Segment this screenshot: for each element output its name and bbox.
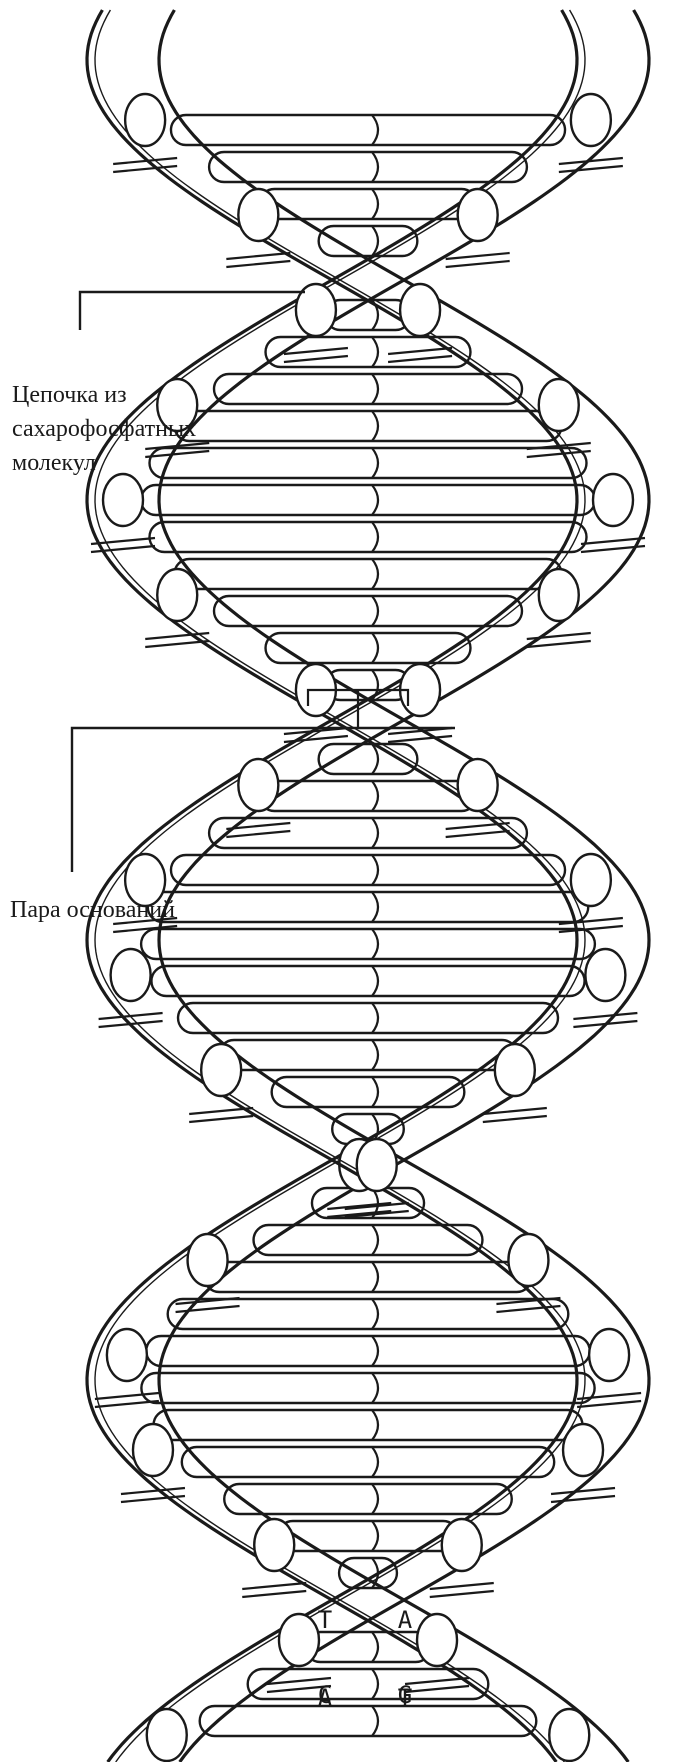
phosphate-bond <box>121 1488 185 1494</box>
sugar-ring <box>238 189 278 241</box>
chain-callout-line <box>80 292 305 330</box>
base-pair-rung <box>325 670 410 700</box>
base-pair-label: Пара оснований <box>10 893 175 927</box>
sugar-ring <box>107 1329 147 1381</box>
sugar-ring <box>495 1044 535 1096</box>
base-pair-rung <box>171 855 565 885</box>
label-line: Цепочка из <box>12 378 292 412</box>
sugar-ring <box>157 569 197 621</box>
base-letter-right: A <box>398 1606 413 1634</box>
sugar-ring <box>103 474 143 526</box>
base-pair-rung <box>146 1336 590 1366</box>
base-pair-rung <box>151 966 584 996</box>
sugar-ring <box>571 94 611 146</box>
sugar-ring <box>417 1614 457 1666</box>
base-pair-rung <box>319 226 418 256</box>
base-pair-rung <box>178 1003 558 1033</box>
base-letter-right: T <box>398 1684 412 1712</box>
sugar-ring <box>508 1234 548 1286</box>
sugar-phosphate-chain-label: Цепочка из сахарофосфатных молекул <box>12 378 292 480</box>
base-pair-rung <box>141 1373 594 1403</box>
phosphate-bond <box>189 1108 253 1114</box>
base-pair-rung <box>200 1706 537 1736</box>
base-pair-rung <box>174 559 561 589</box>
phosphate-bond <box>559 166 623 172</box>
phosphate-bond <box>551 1488 615 1494</box>
base-pair-rung <box>272 1077 465 1107</box>
sugar-ring <box>111 949 151 1001</box>
phosphate-bond <box>226 261 290 267</box>
sugar-ring <box>458 189 498 241</box>
sugar-ring <box>549 1709 589 1761</box>
sugar-ring <box>254 1519 294 1571</box>
sugar-ring <box>539 569 579 621</box>
base-pair-rung <box>214 596 522 626</box>
base-pair-rung <box>209 152 527 182</box>
sugar-ring <box>571 854 611 906</box>
base-pair-rung <box>325 300 410 330</box>
base-letter-left: T <box>318 1606 332 1634</box>
base-pair-rung <box>171 115 565 145</box>
sugar-ring <box>458 759 498 811</box>
base-pair-rung <box>141 929 595 959</box>
phosphate-bond <box>527 633 591 639</box>
sugar-ring <box>201 1044 241 1096</box>
sugar-ring <box>442 1519 482 1571</box>
sugar-ring <box>125 94 165 146</box>
base-pair-rung <box>141 485 595 515</box>
sugar-ring <box>147 1709 187 1761</box>
sugar-ring <box>133 1424 173 1476</box>
phosphate-bond <box>581 538 645 544</box>
phosphate-bond <box>446 261 510 267</box>
phosphate-bond <box>99 1013 163 1019</box>
phosphate-bond <box>430 1591 494 1597</box>
phosphate-bond <box>242 1583 306 1589</box>
sugar-ring <box>539 379 579 431</box>
label-line: молекул <box>12 446 292 480</box>
base-pair-rung <box>319 744 418 774</box>
phosphate-bond <box>573 1013 637 1019</box>
phosphate-bond <box>95 1401 159 1407</box>
phosphate-bond <box>446 253 510 259</box>
sugar-ring <box>589 1329 629 1381</box>
phosphate-bond <box>551 1496 615 1502</box>
phosphate-bond <box>430 1583 494 1589</box>
base-letter-left: A <box>318 1684 333 1712</box>
base-pair-rung <box>182 1447 554 1477</box>
base-pair-rung <box>266 633 471 663</box>
label-line: сахарофосфатных <box>12 412 292 446</box>
phosphate-bond <box>483 1116 547 1122</box>
sugar-ring <box>357 1139 397 1191</box>
sugar-ring <box>279 1614 319 1666</box>
sugar-ring <box>563 1424 603 1476</box>
base-pair-rung <box>204 1262 531 1292</box>
sugar-ring <box>400 284 440 336</box>
phosphate-bond <box>91 538 155 544</box>
base-pair-rung <box>148 892 588 922</box>
sugar-ring <box>238 759 278 811</box>
phosphate-bond <box>189 1116 253 1122</box>
sugar-ring <box>593 474 633 526</box>
phosphate-bond <box>145 641 209 647</box>
phosphate-bond <box>145 633 209 639</box>
sugar-ring <box>585 949 625 1001</box>
phosphate-bond <box>226 253 290 259</box>
base-pair-rung <box>224 1484 512 1514</box>
base-pair-rung <box>154 1410 583 1440</box>
base-pair-rung <box>219 1040 517 1070</box>
sugar-ring <box>188 1234 228 1286</box>
phosphate-bond <box>242 1591 306 1597</box>
base-pair-rung <box>149 522 586 552</box>
